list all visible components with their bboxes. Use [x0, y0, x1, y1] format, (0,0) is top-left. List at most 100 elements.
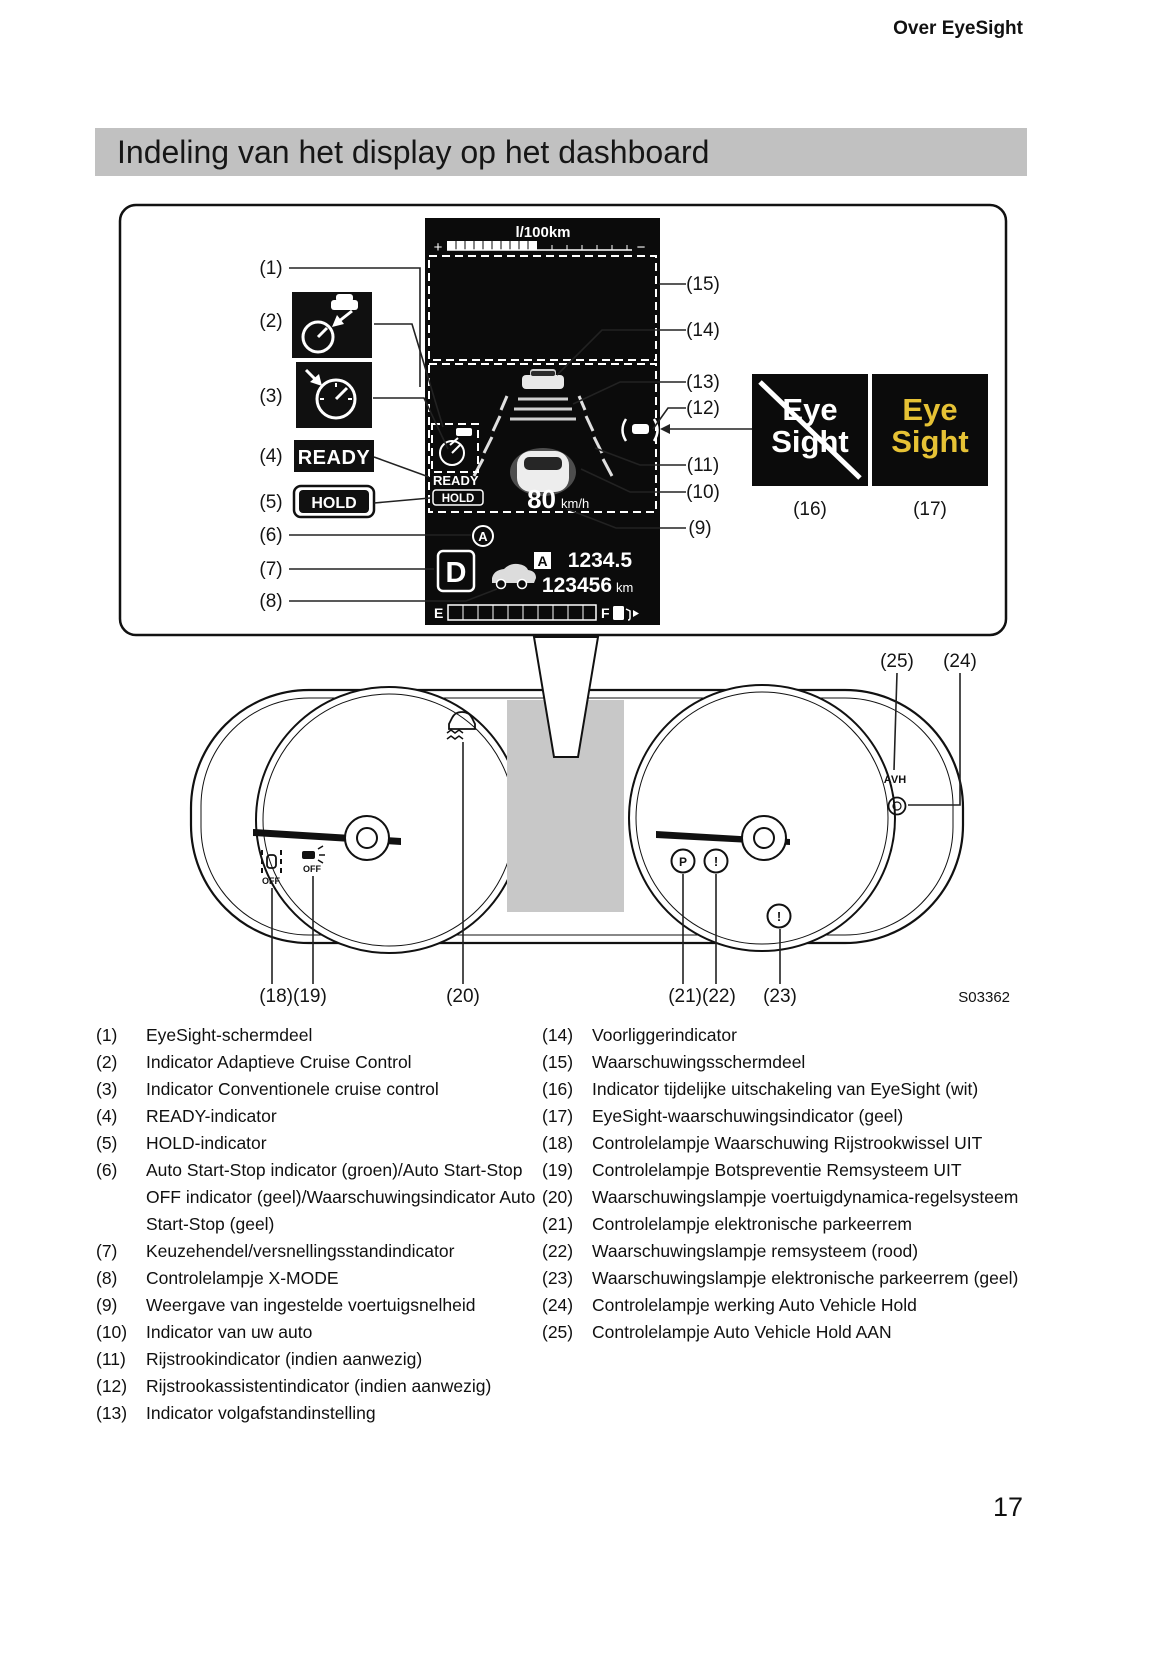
callout-15: (15): [686, 274, 720, 295]
legend-text: Auto Start-Stop indicator (groen)/Auto S…: [146, 1160, 536, 1234]
legend-text: Indicator volgafstandinstelling: [146, 1403, 376, 1423]
callout-21-22: (21)(22): [668, 986, 736, 1007]
callout-11: (11): [687, 455, 719, 476]
legend-text: EyeSight-waarschuwingsindicator (geel): [592, 1106, 904, 1126]
econ-label: l/100km: [515, 224, 570, 241]
right-needle: [656, 815, 790, 861]
legend-num: (14): [542, 1025, 574, 1045]
eyesight-yellow-line2: Sight: [891, 424, 969, 459]
legend-item: (23) Waarschuwingslampje elektronische pa…: [542, 1265, 1042, 1292]
epb-warning-mark: !: [777, 909, 781, 924]
legend-item: (24)Controlelampje werking Auto Vehicle …: [542, 1292, 1042, 1319]
callout-20: (20): [446, 986, 480, 1007]
legend-item: (5)HOLD-indicator: [96, 1130, 542, 1157]
callout-16: (16): [793, 499, 827, 520]
legend-item: (12)Rijstrookassistentindicator (indien …: [96, 1373, 542, 1400]
legend-num: (16): [542, 1079, 574, 1099]
lane-assist-icon-display: [621, 418, 659, 442]
gear-indicator: D: [446, 557, 467, 589]
legend-item: (13)Indicator volgafstandinstelling: [96, 1400, 542, 1427]
econ-minus: −: [637, 239, 646, 256]
parking-brake-icon: P: [670, 848, 696, 874]
x-mode-icon: [492, 563, 536, 590]
callout-8: (8): [259, 591, 282, 612]
callout-lines-cluster: [271, 672, 961, 984]
legend-item: (10)Indicator van uw auto: [96, 1319, 542, 1346]
callout-4: (4): [259, 446, 282, 467]
callout-labels-cluster: (25) (24) (18)(19) (20) (21)(22) (23) S0…: [259, 651, 1010, 1007]
collision-brake-off-icon: OFF: [302, 845, 325, 874]
ready-label-text: READY: [298, 447, 371, 469]
set-speed-value: 80: [527, 484, 556, 514]
legend-text: Controlelampje Auto Vehicle Hold AAN: [592, 1322, 892, 1342]
econ-plus: +: [434, 239, 443, 256]
adaptive-cruise-icon: [292, 292, 372, 358]
legend-num: (23): [542, 1268, 574, 1288]
fuel-gauge-segments: [462, 605, 584, 620]
econ-ticks: [551, 245, 628, 250]
legend-item: (18) Controlelampje Waarschuwing Rijstroo…: [542, 1130, 1042, 1157]
section-title-bar: Indeling van het display op het dashboar…: [95, 128, 1027, 176]
callout-13: (13): [686, 372, 720, 393]
eyesight-warning-indicator: Eye Sight: [872, 374, 988, 486]
callout-5: (5): [259, 492, 282, 513]
legend-num: (19): [542, 1160, 574, 1180]
trip-value: 1234.5: [568, 549, 633, 572]
legend-num: (20): [542, 1187, 574, 1207]
legend-text: Waarschuwingslampje elektronische parkee…: [592, 1268, 1019, 1288]
left-needle: [253, 815, 401, 861]
legend-text: Weergave van ingestelde voertuigsnelheid: [146, 1295, 476, 1315]
legend-text: Waarschuwingslampje voertuigdynamica-reg…: [592, 1187, 1019, 1207]
legend-item: (8)Controlelampje X-MODE: [96, 1265, 542, 1292]
trip-a-box: [534, 552, 551, 569]
legend-text: Keuzehendel/versnellingsstandindicator: [146, 1241, 455, 1261]
callout-3: (3): [259, 386, 282, 407]
callout-7: (7): [259, 559, 282, 580]
legend-text: READY-indicator: [146, 1106, 277, 1126]
fuel-e-label: E: [434, 605, 443, 621]
right-gauge-inner: [635, 691, 889, 945]
callout-10: (10): [686, 482, 720, 503]
legend-num: (18): [542, 1133, 574, 1153]
legend-num: (15): [542, 1052, 574, 1072]
odometer-unit: km: [616, 580, 633, 595]
parking-brake-letter: P: [679, 855, 687, 869]
legend-item: (19)Controlelampje Botspreventie Remsyst…: [542, 1157, 1042, 1184]
conventional-cruise-icon: [296, 362, 372, 428]
legend-item: (1)EyeSight-schermdeel: [96, 1022, 542, 1049]
hold-indicator-label: HOLD: [292, 484, 376, 519]
section-title: Indeling van het display op het dashboar…: [117, 133, 710, 170]
callout-lines-upper: [289, 267, 686, 602]
legend-num: (10): [96, 1322, 128, 1342]
hold-indicator-display: HOLD: [442, 493, 475, 505]
fuel-side-arrow-icon: [633, 610, 639, 617]
meter-display: l/100km + −: [425, 218, 660, 625]
legend-item: (4)READY-indicator: [96, 1103, 542, 1130]
callout-labels-upper: (1) (2) (3) (4) (5) (6) (7) (8) (15) (14…: [259, 258, 947, 612]
legend-text: Controlelampje X-MODE: [146, 1268, 339, 1288]
legend-num: (7): [96, 1241, 118, 1261]
warning-screen-area: [428, 255, 657, 361]
legend-item: (14) Voorliggerindicator: [542, 1022, 1042, 1049]
eyesight-pointer-arrow-icon: [660, 424, 670, 434]
callout-25: (25): [880, 651, 914, 672]
hold-indicator-display-box: [432, 489, 484, 506]
legend-item: (6)Auto Start-Stop indicator (groen)/Aut…: [96, 1157, 542, 1238]
legend-item: (20) Waarschuwingslampje voertuigdynamica…: [542, 1184, 1042, 1211]
odometer-value: 123456: [542, 574, 612, 597]
legend-text: HOLD-indicator: [146, 1133, 267, 1153]
fuel-gauge-bar: [447, 604, 597, 621]
legend-num: (21): [542, 1214, 574, 1234]
ready-indicator-label: READY: [294, 440, 374, 472]
legend-text: Controlelampje Waarschuwing Rijstrookwis…: [592, 1133, 983, 1153]
vdc-warning-icon: [446, 711, 476, 740]
legend-item: (3)Indicator Conventionele cruise contro…: [96, 1076, 542, 1103]
legend-text: Voorliggerindicator: [592, 1025, 737, 1045]
legend: (1)EyeSight-schermdeel (2)Indicator Adap…: [96, 1022, 1074, 1427]
legend-text: Waarschuwingslampje remsysteem (rood): [592, 1241, 919, 1261]
page-header: Over EyeSight: [893, 18, 1023, 39]
left-gauge: [255, 686, 523, 954]
legend-num: (24): [542, 1295, 574, 1315]
legend-text: Controlelampje elektronische parkeerrem: [592, 1214, 913, 1234]
dashboard-figure: l/100km + −: [118, 203, 1010, 1007]
